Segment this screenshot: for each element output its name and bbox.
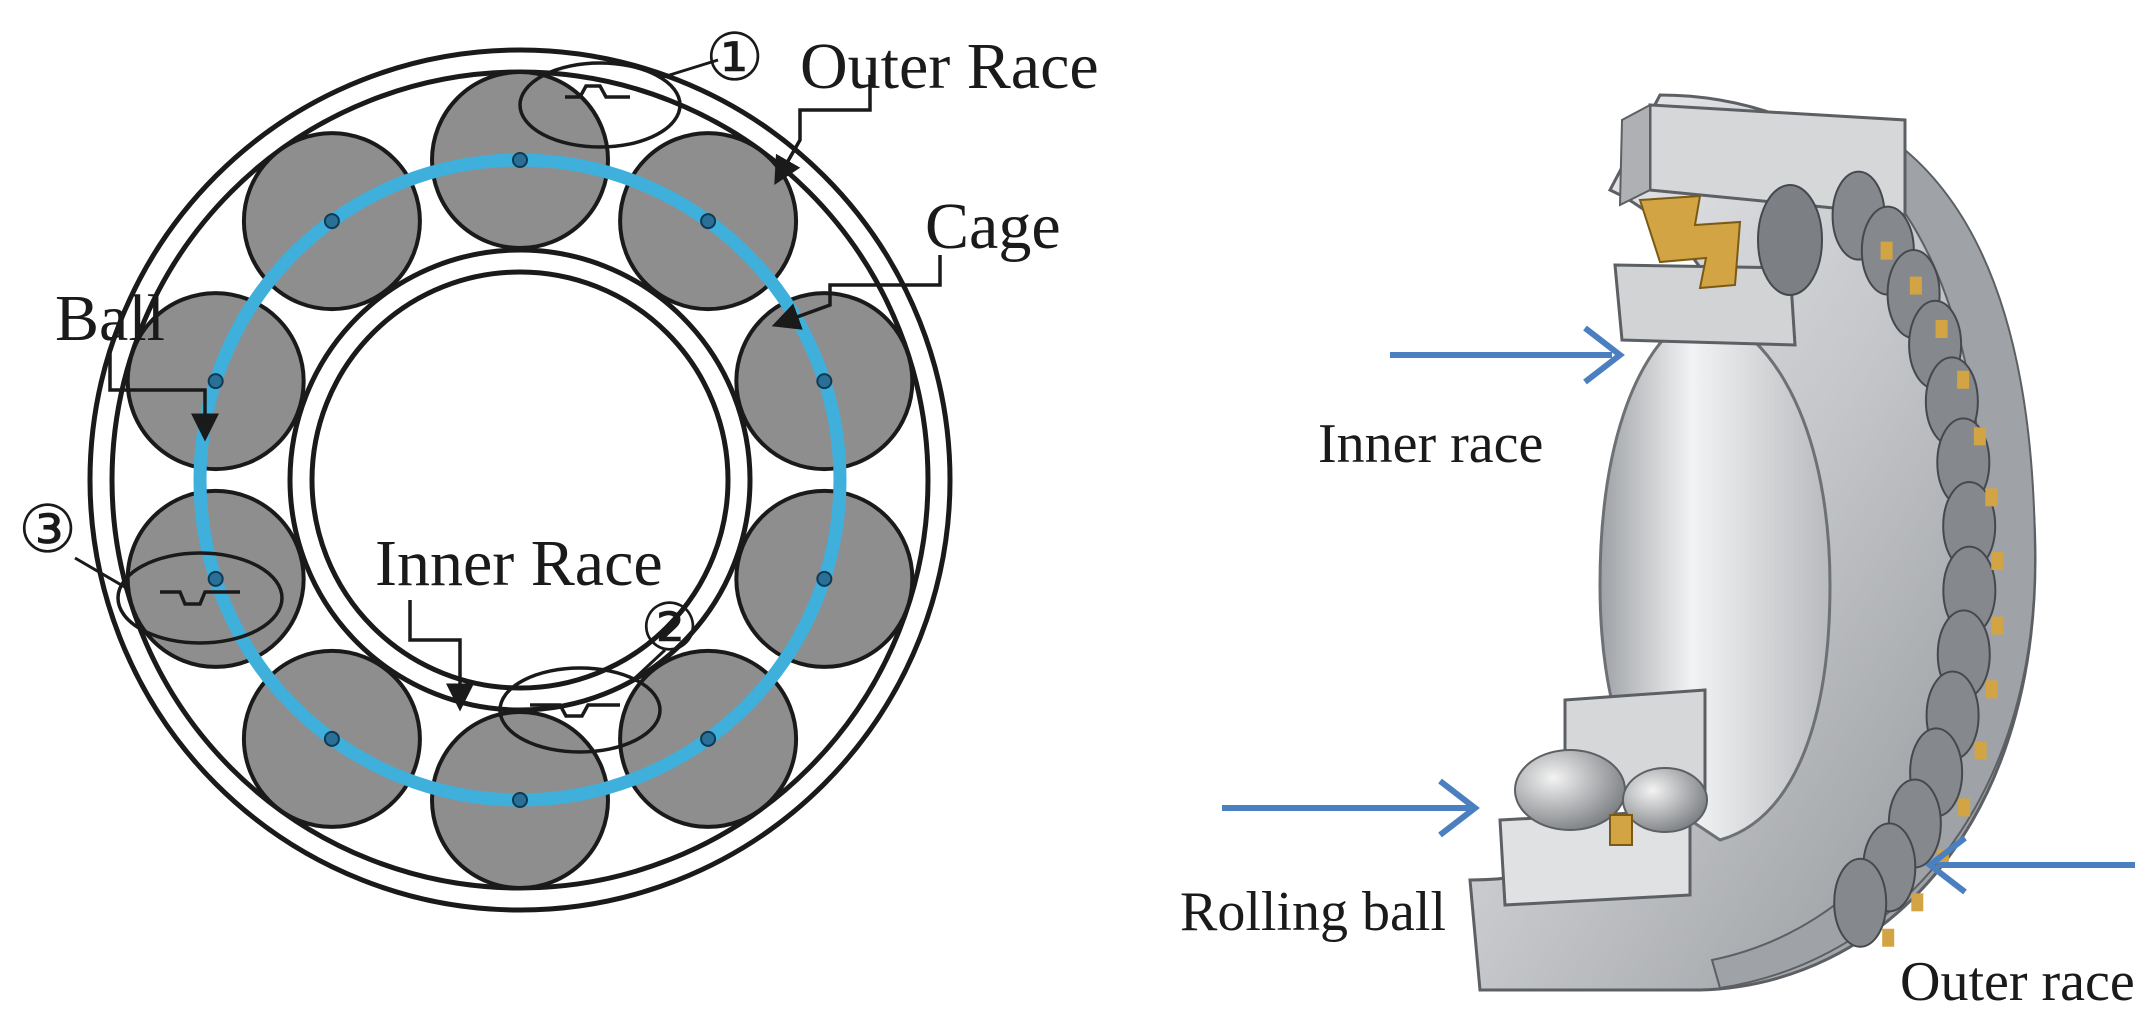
roller-row xyxy=(1831,170,1997,948)
marker2-leader xyxy=(633,648,667,680)
outer-race-arrow-head xyxy=(1925,835,1967,895)
rolling-ball-arrow-head xyxy=(1438,778,1480,838)
cage-pocket xyxy=(1985,488,1998,507)
inner-race-defect-notch xyxy=(530,703,620,718)
bottom-roller-large xyxy=(1514,749,1626,831)
bottom-cage-segment xyxy=(1609,814,1633,846)
cage-pocket xyxy=(1985,680,1998,699)
outer-race-outer-ring xyxy=(87,47,953,913)
cage-pocket xyxy=(1991,552,2004,571)
cage-pocket xyxy=(1973,427,1986,446)
inner-race-label-3d: Inner race xyxy=(1318,413,1543,475)
defect-ellipse-outer xyxy=(518,61,682,149)
bottom-roller-small xyxy=(1622,767,1708,833)
inner-race-leader xyxy=(408,600,474,712)
ball-center-dot xyxy=(816,570,833,587)
cage-pocket xyxy=(1935,320,1948,339)
cage-pocket xyxy=(1991,616,2004,635)
cage-pocket xyxy=(1958,798,1971,817)
cage-pocket xyxy=(1880,241,1893,260)
inner-race-arrow-head xyxy=(1583,325,1625,385)
outer-race-label-3d: Outer race xyxy=(1900,951,2135,1013)
inner-race-label: Inner Race xyxy=(375,527,663,600)
ball-group xyxy=(125,70,915,890)
defect-ellipse-ball xyxy=(116,551,284,645)
top-roller xyxy=(1757,184,1823,296)
ball-center-group xyxy=(207,152,833,808)
marker2-label: ② xyxy=(640,592,699,665)
outer-race-label: Outer Race xyxy=(800,30,1099,103)
ball-center-dot xyxy=(700,730,717,747)
cage-pocket xyxy=(1911,893,1924,912)
top-cage-segment xyxy=(1638,194,1742,290)
ball-center-dot xyxy=(512,792,528,808)
cage-pocket xyxy=(1957,370,1970,389)
marker1-leader xyxy=(659,58,719,80)
marker1-label: ① xyxy=(705,22,764,95)
ball-center-dot xyxy=(512,152,528,168)
bearing-cutaway: Inner race Rolling ball Outer race xyxy=(1180,93,2135,1013)
cage-pocket xyxy=(1909,276,1922,295)
ball-defect-notch xyxy=(160,590,240,606)
ball-center-dot xyxy=(816,373,833,390)
cage-leader xyxy=(771,255,942,330)
marker3-leader xyxy=(74,556,131,592)
inner-race-inner-ring xyxy=(309,269,731,691)
defect-ellipse-inner xyxy=(498,666,662,754)
ball-center-dot xyxy=(323,730,340,747)
top-outer-block-side xyxy=(1618,103,1651,207)
ball-center-dot xyxy=(207,570,224,587)
cage-label: Cage xyxy=(925,190,1061,263)
bearing-schematic: ① Outer Race Cage Ball ③ Inner Race ② xyxy=(18,22,1099,913)
outer-race-leader xyxy=(774,75,872,186)
roller xyxy=(1833,857,1888,948)
ball-leader xyxy=(108,348,219,442)
cage-pocket xyxy=(1882,928,1895,947)
cage-pocket xyxy=(1974,741,1987,760)
marker3-label: ③ xyxy=(18,494,77,567)
ball-label: Ball xyxy=(55,282,165,355)
rolling-ball-label: Rolling ball xyxy=(1180,881,1446,943)
ball-center-dot xyxy=(323,213,340,230)
ball-center-dot xyxy=(700,213,717,230)
outer-race-defect-notch xyxy=(565,84,630,99)
ball-center-dot xyxy=(207,373,224,390)
